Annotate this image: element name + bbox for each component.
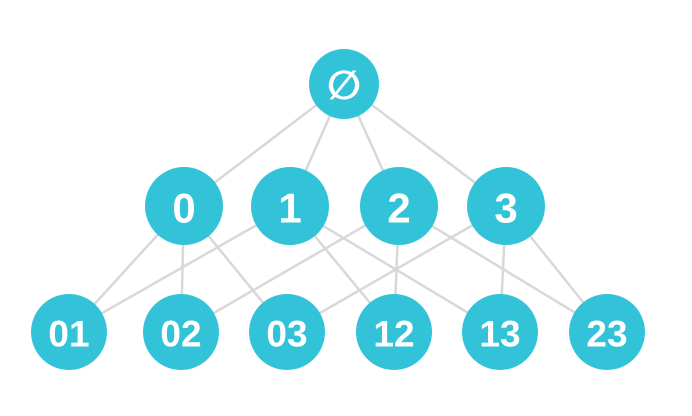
edge-1-01	[68, 204, 291, 334]
node-label-empty: ∅	[327, 64, 361, 108]
edge-3-03	[286, 204, 507, 334]
node-circle-3	[467, 167, 545, 245]
node-circle-2	[360, 167, 438, 245]
node-0: 0	[145, 167, 223, 245]
node-label-0: 0	[172, 185, 195, 232]
node-circle-23	[569, 294, 645, 370]
node-03: 03	[249, 294, 325, 370]
node-circle-empty	[309, 49, 379, 119]
node-02: 02	[143, 294, 219, 370]
node-circle-01	[31, 294, 107, 370]
node-12: 12	[356, 294, 432, 370]
node-empty: ∅	[309, 49, 379, 119]
node-2: 2	[360, 167, 438, 245]
node-23: 23	[569, 294, 645, 370]
node-label-2: 2	[387, 185, 410, 232]
node-circle-1	[251, 167, 329, 245]
node-circle-03	[249, 294, 325, 370]
node-01: 01	[31, 294, 107, 370]
node-label-01: 01	[48, 313, 89, 354]
node-13: 13	[462, 294, 538, 370]
node-circle-13	[462, 294, 538, 370]
node-circle-02	[143, 294, 219, 370]
node-label-3: 3	[494, 185, 517, 232]
node-label-12: 12	[373, 313, 414, 354]
node-label-23: 23	[586, 313, 627, 354]
node-circle-0	[145, 167, 223, 245]
node-label-02: 02	[160, 313, 201, 354]
node-1: 1	[251, 167, 329, 245]
node-label-1: 1	[278, 185, 301, 232]
node-label-13: 13	[479, 313, 520, 354]
node-3: 3	[467, 167, 545, 245]
node-label-03: 03	[266, 313, 307, 354]
edge-2-02	[180, 204, 400, 334]
node-circle-12	[356, 294, 432, 370]
